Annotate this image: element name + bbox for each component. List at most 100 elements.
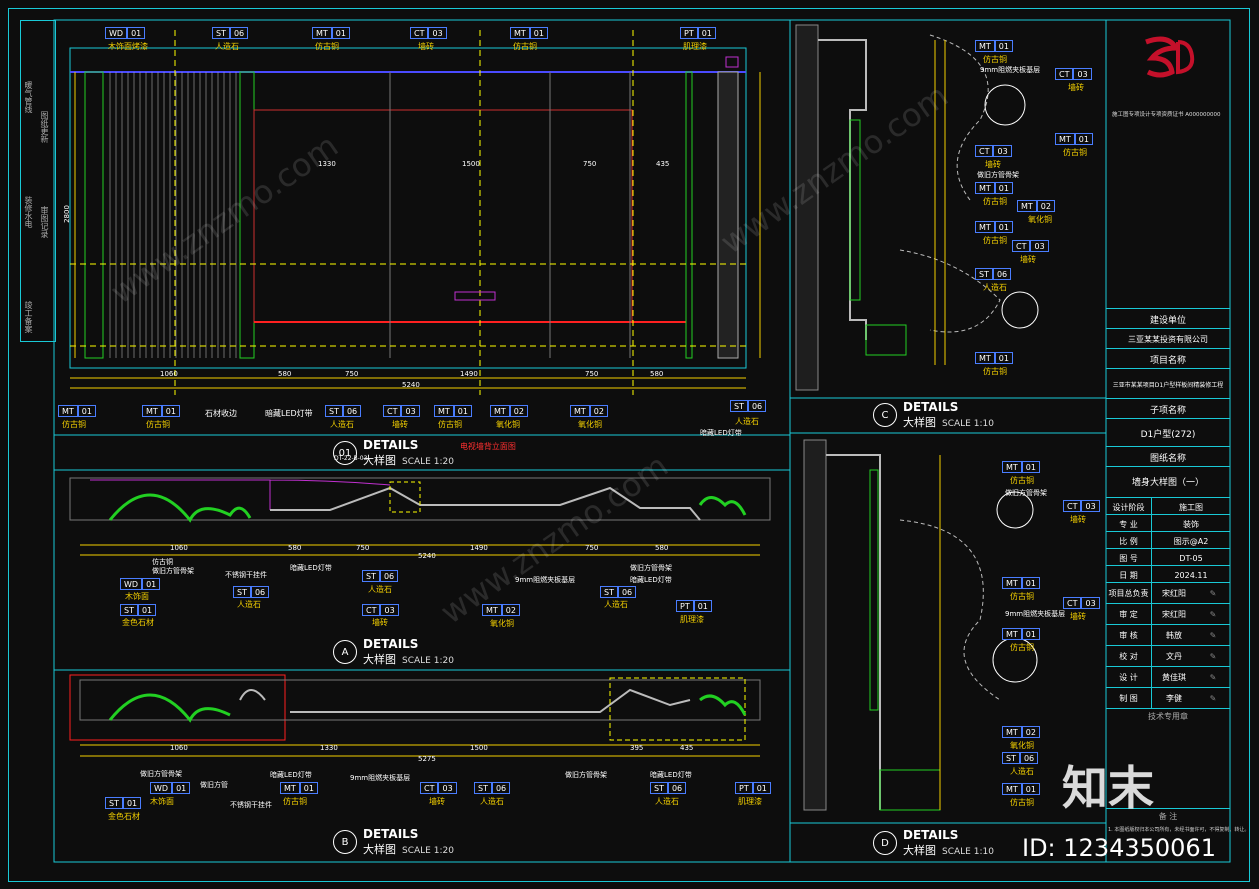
watermark-id: ID: 1234350061 — [1022, 834, 1216, 862]
plan-a — [69, 477, 771, 556]
dim-total: 5275 — [418, 755, 436, 763]
detail-scale: SCALE 1:10 — [942, 847, 994, 857]
tag-caption: 仿古铜 — [62, 420, 86, 429]
detail-number: A — [333, 640, 357, 664]
section-d — [803, 439, 1038, 811]
dim-label: 750 — [585, 370, 599, 378]
tag-caption: 肌理漆 — [683, 42, 707, 51]
detail-note: 电视墙背立面图 — [459, 441, 516, 451]
detail-scale: SCALE 1:20 — [402, 656, 454, 666]
company-line: 施工图专项设计专项资质证书 A000000000 — [1112, 112, 1221, 118]
tag-caption: 仿古铜 — [315, 42, 339, 51]
tag-caption: 金色石材 — [108, 812, 140, 821]
tb-subproject-label: 子项名称 — [1106, 398, 1230, 419]
plan-note: 不锈钢干挂件 — [230, 801, 272, 809]
tag-caption: 人造石 — [480, 797, 504, 806]
strip-label: 暖气管线 — [24, 81, 33, 113]
plan-note: 做旧方管骨架 — [630, 564, 672, 572]
tag-caption: 氧化铜 — [578, 420, 602, 429]
plan-note: 仿古铜 — [152, 558, 173, 566]
elev-note: 暗藏LED灯带 — [265, 409, 313, 418]
company-logo: SD — [1140, 36, 1196, 78]
tag-caption: 人造石 — [1010, 767, 1034, 776]
detail-subtitle: 大样图 — [903, 416, 936, 429]
dim-label: 1490 — [470, 544, 488, 552]
tb-stamp: 技术专用章 — [1106, 708, 1230, 723]
plan-note: 9mm阻燃夹板基层 — [515, 576, 576, 584]
dim-label: 750 — [585, 544, 599, 552]
tb-sign-row: 校 对文丹✎ — [1106, 645, 1230, 667]
signature: ✎ — [1209, 610, 1217, 619]
dim-label: 580 — [650, 370, 664, 378]
tag-caption: 肌理漆 — [680, 615, 704, 624]
tag-caption: 人造石 — [330, 420, 354, 429]
detail-title: DETAILS — [363, 438, 419, 452]
sheet-frame — [8, 8, 1250, 882]
detail-title: DETAILS — [903, 400, 959, 414]
tag-caption: 人造石 — [983, 283, 1007, 292]
plan-note: 9mm阻燃夹板基层 — [350, 774, 411, 782]
detail-scale: SCALE 1:10 — [942, 419, 994, 429]
signature: ✎ — [1209, 673, 1217, 682]
tag-caption: 人造石 — [215, 42, 239, 51]
section-note: 9mm阻燃夹板基层 — [1005, 610, 1066, 618]
revision-strip: 暖气管线 图纸更新 装修水电 审图记录 竣工备案 — [20, 20, 56, 342]
detail-number: D — [873, 831, 897, 855]
dim-label: 435 — [680, 744, 694, 752]
tag-caption: 木饰面 — [150, 797, 174, 806]
tag-caption: 墙砖 — [1070, 612, 1086, 621]
plan-note: 做旧方管骨架 — [140, 770, 182, 778]
plan-note: 做旧方管骨架 — [565, 771, 607, 779]
tag-caption: 氧化铜 — [496, 420, 520, 429]
tag-caption: 人造石 — [735, 417, 759, 426]
tag-caption: 墙砖 — [985, 160, 1001, 169]
tag-caption: 人造石 — [604, 600, 628, 609]
tb-remark-label: 备 注 — [1106, 808, 1230, 823]
tag-caption: 仿古铜 — [983, 236, 1007, 245]
tb-project-label: 项目名称 — [1106, 348, 1230, 369]
elev-note: 石材收边 — [205, 409, 237, 418]
watermark-brand: 知末 — [1062, 761, 1154, 815]
tag-caption: 金色石材 — [122, 618, 154, 627]
section-note: 做旧方管骨架 — [977, 171, 1019, 179]
tb-drawing-label: 图纸名称 — [1106, 446, 1230, 467]
signature: ✎ — [1209, 589, 1217, 598]
tag-caption: 木饰面 — [125, 592, 149, 601]
dim-label: 1330 — [318, 160, 336, 168]
section-note: 9mm阻燃夹板基层 — [980, 66, 1041, 74]
detail-title: DETAILS — [363, 637, 419, 651]
tag-caption: 仿古铜 — [283, 797, 307, 806]
detail-subtitle: 大样图 — [363, 454, 396, 467]
tb-row: 专 业装饰 — [1106, 514, 1230, 534]
dim-label: 580 — [288, 544, 302, 552]
detail-number: 01 — [333, 441, 357, 465]
plan-b — [69, 674, 761, 757]
strip-label: 审图记录 — [40, 206, 49, 238]
detail-subtitle: 大样图 — [903, 844, 936, 857]
tb-sign-row: 项目总负责宋红阳✎ — [1106, 582, 1230, 604]
